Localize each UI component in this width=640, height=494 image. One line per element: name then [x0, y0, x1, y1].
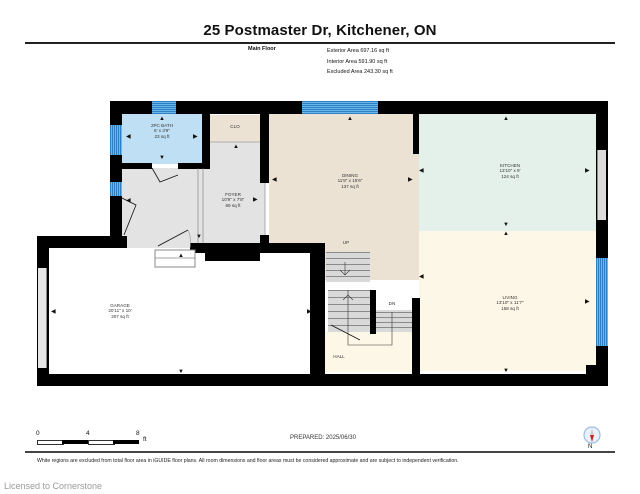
wall [370, 290, 376, 334]
footer-divider [25, 451, 615, 453]
stairs-down-label: DN [388, 301, 396, 306]
scale-segment [37, 440, 64, 445]
wall [37, 236, 127, 248]
dimension-arrow-icon: ◀ [126, 134, 131, 140]
dimension-arrow-icon: ▶ [307, 309, 312, 315]
dimension-arrow-icon: ◀ [272, 177, 277, 183]
room-foyer [205, 142, 265, 242]
wall [413, 114, 419, 154]
room-label-bath: 2PC BATH 6' x 3'9" 23 sq ft [150, 123, 174, 139]
compass-icon [583, 426, 601, 444]
dimension-arrow-icon: ▶ [585, 299, 590, 305]
room-label-clo: CLO [230, 124, 240, 129]
dimension-arrow-icon: ▶ [193, 134, 198, 140]
room-bath [122, 114, 202, 164]
dimension-arrow-icon: ▲ [178, 253, 184, 259]
room-label-hall: HALL [333, 354, 345, 359]
dimension-arrow-icon: ▼ [503, 222, 509, 228]
license-text: Licensed to Cornerstone [4, 481, 103, 491]
room-kitchen [419, 114, 596, 231]
wall [412, 298, 420, 378]
window [152, 101, 176, 114]
interior-area: Interior Area 591.90 sq ft [327, 58, 388, 65]
dimension-arrow-icon: ▼ [196, 234, 202, 240]
room-label-living: LIVING 13'10" x 11'7" 158 sq ft [496, 295, 524, 311]
title-divider [25, 42, 615, 44]
dimension-arrow-icon: ▼ [159, 155, 165, 161]
window [597, 150, 606, 220]
disclaimer: White regions are excluded from total fl… [37, 458, 459, 464]
scale-tick-4: 4 [86, 430, 90, 437]
scale-segment [62, 440, 88, 444]
dimension-arrow-icon: ◀ [51, 309, 56, 315]
dimension-arrow-icon: ◀ [419, 274, 424, 280]
scale-unit: ft [143, 436, 147, 443]
scale-tick-0: 0 [36, 430, 40, 437]
scale-segment [113, 440, 139, 444]
scale-segment [88, 440, 115, 445]
room-dining [269, 114, 419, 256]
wall [260, 235, 269, 248]
window [110, 182, 122, 196]
room-label-foyer: FOYER 10'9" x 7'8" 69 sq ft [221, 192, 245, 208]
dimension-arrow-icon: ▼ [503, 368, 509, 374]
dimension-arrow-icon: ◀ [419, 168, 424, 174]
dimension-arrow-icon: ▶ [408, 177, 413, 183]
floor-label: Main Floor [248, 46, 276, 52]
dimension-arrow-icon: ▲ [233, 144, 239, 150]
dimension-arrow-icon: ▲ [159, 116, 165, 122]
exterior-area: Exterior Area 697.16 sq ft [327, 48, 390, 54]
room-clo [210, 115, 260, 142]
area-summary: Exterior Area 697.16 sq ft Interior Area… [327, 46, 393, 78]
floor-plan: ▲ ▼ ◀ ▶ ▲ ▶ ◀ ▼ ▲ ◀ ▶ ▲ ◀ ▶ ▼ ▲ ◀ ▶ ▼ ◀ … [37, 101, 608, 386]
dimension-arrow-icon: ▲ [347, 116, 353, 122]
wall [190, 243, 325, 253]
wall [110, 101, 270, 114]
wall [178, 163, 210, 169]
dimension-arrow-icon: ▲ [503, 231, 509, 237]
dimension-arrow-icon: ▶ [585, 168, 590, 174]
room-label-dining: DINING 11'8" x 15'6" 137 sq ft [337, 173, 363, 189]
dimension-arrow-icon: ▼ [178, 369, 184, 375]
room-hall [325, 330, 415, 372]
excluded-area: Excluded Area 243.30 sq ft [327, 69, 393, 75]
stairs-upper [326, 252, 370, 282]
dimension-arrow-icon: ◀ [126, 198, 131, 204]
stairs-up-label: UP [342, 240, 350, 245]
compass: N [581, 425, 603, 451]
wall [310, 243, 325, 386]
wall [205, 253, 260, 261]
room-label-kitchen: KITCHEN 13'10" x 9' 124 sq ft [499, 163, 521, 179]
window [110, 125, 122, 155]
room-label-garage: GARAGE 20'11" x 10' 207 sq ft [108, 303, 132, 319]
compass-north-label: N [588, 444, 593, 450]
room-living [419, 231, 596, 371]
dimension-arrow-icon: ▶ [253, 197, 258, 203]
wall [586, 365, 598, 375]
dimension-arrow-icon: ▲ [503, 116, 509, 122]
page-title: 25 Postmaster Dr, Kitchener, ON [203, 22, 437, 39]
window [596, 258, 608, 346]
scale-bar: 0 4 8 ft [34, 430, 154, 446]
wall [202, 101, 210, 169]
door-swings [121, 141, 393, 346]
garage-door [38, 268, 47, 368]
room-garage [48, 248, 310, 375]
wall [122, 163, 152, 169]
wall [260, 101, 269, 183]
prepared-date: PREPARED: 2025/06/30 [290, 435, 356, 441]
scale-tick-8: 8 [136, 430, 140, 437]
window [302, 101, 378, 114]
